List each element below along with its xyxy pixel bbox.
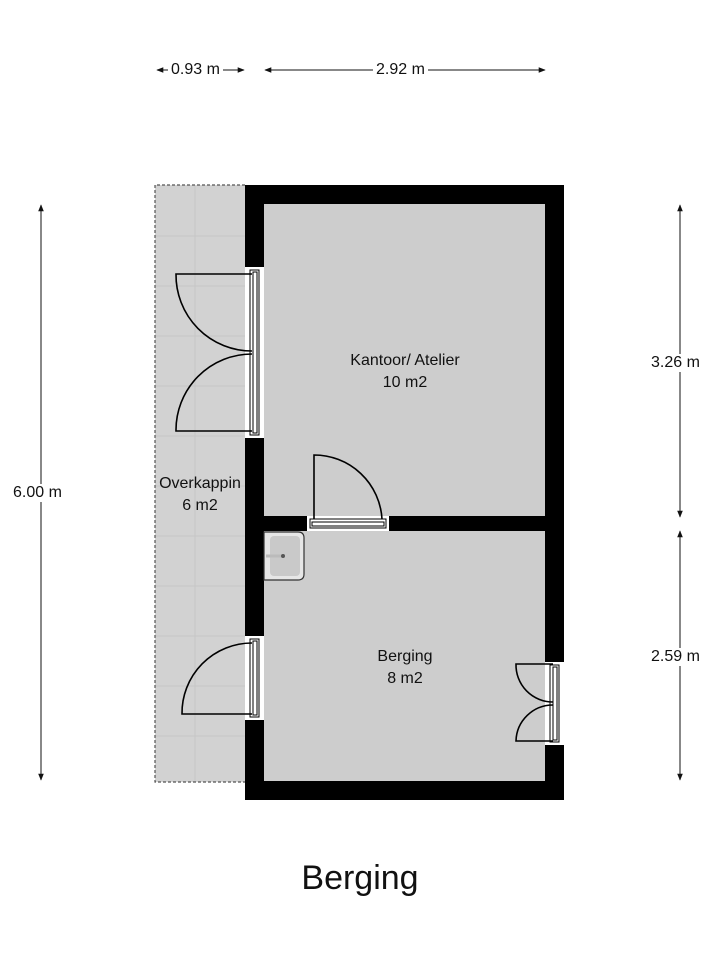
sink — [263, 531, 305, 581]
dimension-label-right-lower: 2.59 m — [648, 648, 703, 666]
dimension-label-left-total: 6.00 m — [10, 484, 65, 502]
dimension-label-top-right: 2.92 m — [373, 61, 428, 79]
floor-kantoor — [264, 204, 545, 517]
room-label-overkapping: Overkappin 6 m2 — [159, 473, 241, 517]
room-name: Kantoor/ Atelier — [350, 352, 460, 369]
overkapping-area — [154, 184, 246, 783]
dimension-label-top-left: 0.93 m — [168, 61, 223, 79]
floor-plan-title: Berging — [301, 859, 419, 897]
walls — [245, 185, 564, 800]
room-area: 10 m2 — [382, 374, 428, 391]
door-frames — [245, 267, 564, 745]
room-name: Overkappin — [159, 475, 241, 492]
room-label-berging: Berging 8 m2 — [377, 646, 432, 690]
dimension-label-right-upper: 3.26 m — [648, 354, 703, 372]
room-area: 8 m2 — [387, 670, 423, 687]
room-name: Berging — [377, 648, 433, 665]
floor-berging — [264, 531, 545, 781]
room-area: 6 m2 — [182, 497, 218, 514]
room-label-kantoor: Kantoor/ Atelier 10 m2 — [350, 350, 459, 394]
door-swings — [175, 273, 554, 742]
